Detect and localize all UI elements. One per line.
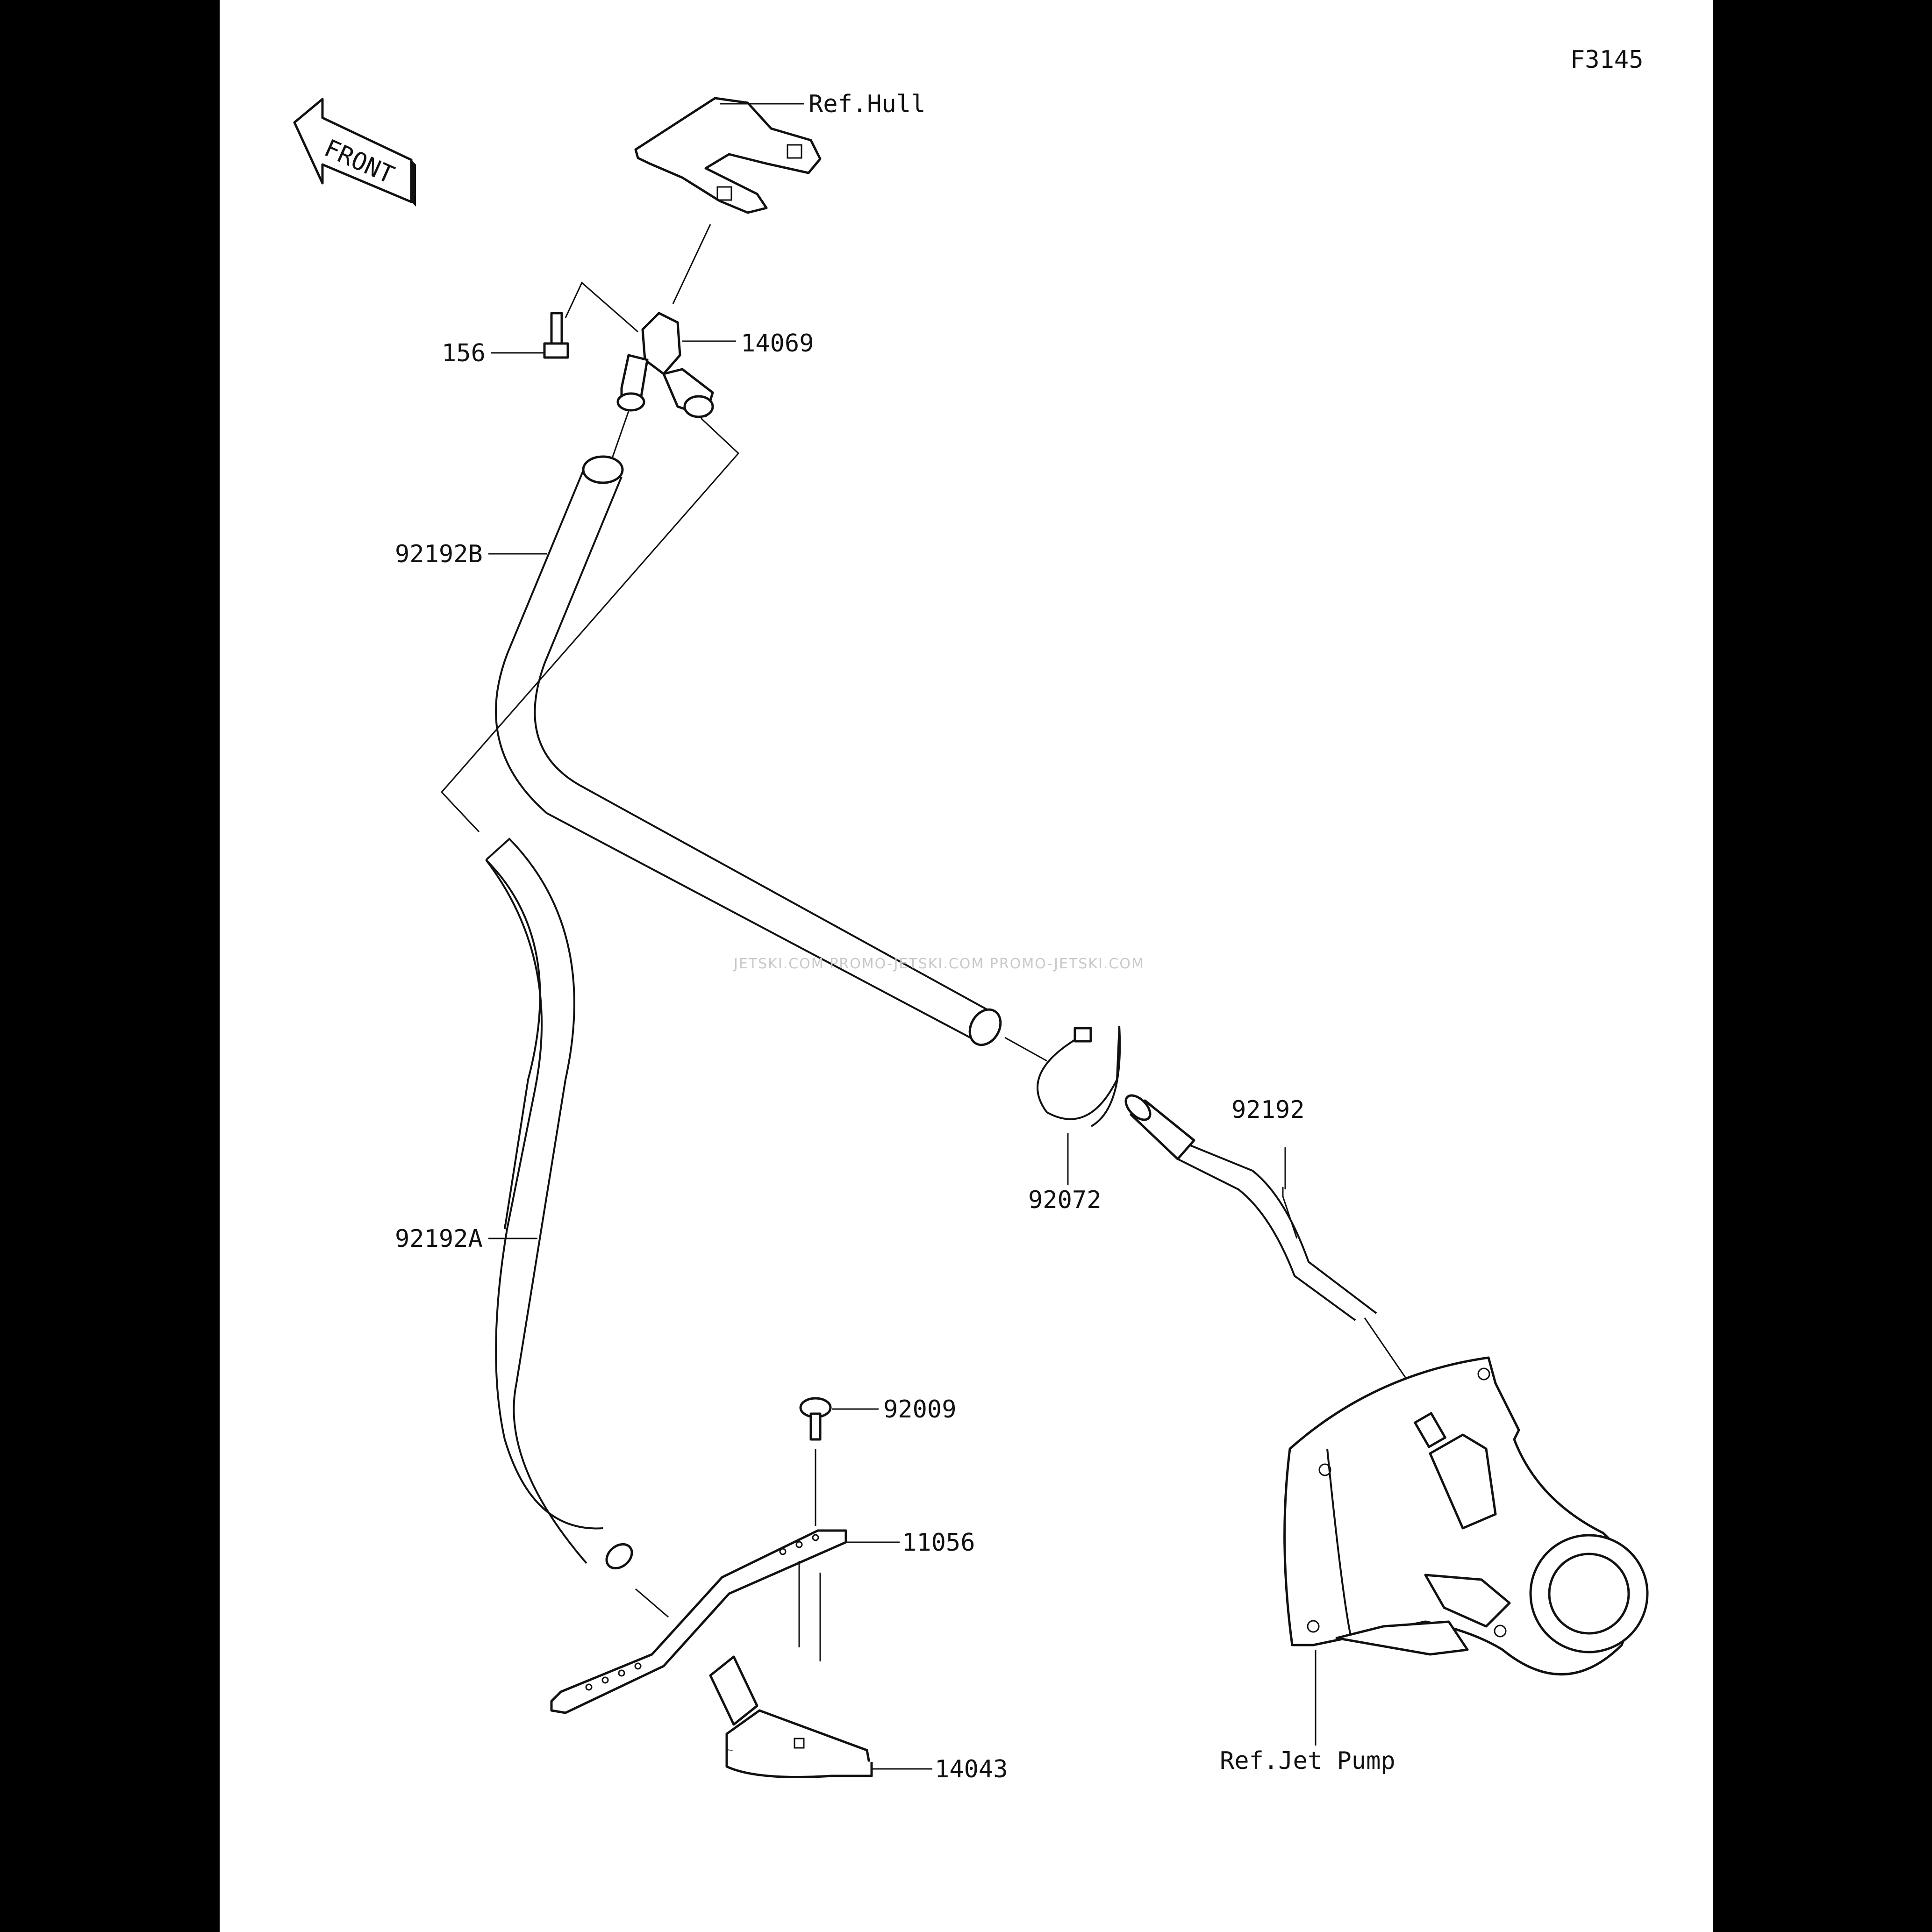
part-156-bolt <box>543 312 569 359</box>
sheet-code: F3145 <box>1570 46 1644 74</box>
part-11056-bracket <box>550 1529 847 1714</box>
hull-bracket <box>634 97 822 214</box>
part-92192-hose <box>1124 1094 1377 1321</box>
part-92192B-hose <box>495 455 1002 1046</box>
part-14069-fitting <box>616 312 714 418</box>
part-92192A-hose <box>485 837 633 1570</box>
label-ref-jet-pump: Ref.Jet Pump <box>1220 1747 1395 1775</box>
label-14069: 14069 <box>741 329 814 358</box>
label-92192A: 92192A <box>395 1225 483 1253</box>
front-arrow-icon: FRONT <box>293 98 416 207</box>
label-92192: 92192 <box>1231 1096 1305 1124</box>
part-14043-filter <box>709 1655 873 1778</box>
part-92072-clamp <box>1037 1025 1121 1127</box>
label-14043: 14043 <box>935 1755 1008 1783</box>
label-ref-hull: Ref.Hull <box>809 90 925 118</box>
label-92009: 92009 <box>883 1395 957 1424</box>
watermark: JETSKI.COM PROMO-JETSKI.COM PROMO-JETSKI… <box>733 956 1145 972</box>
label-92192B: 92192B <box>395 540 483 568</box>
label-92072: 92072 <box>1028 1186 1102 1214</box>
part-92009-screw <box>799 1397 832 1441</box>
jet-pump-housing <box>1283 1356 1649 1675</box>
label-11056: 11056 <box>902 1529 975 1557</box>
label-156: 156 <box>442 339 486 367</box>
